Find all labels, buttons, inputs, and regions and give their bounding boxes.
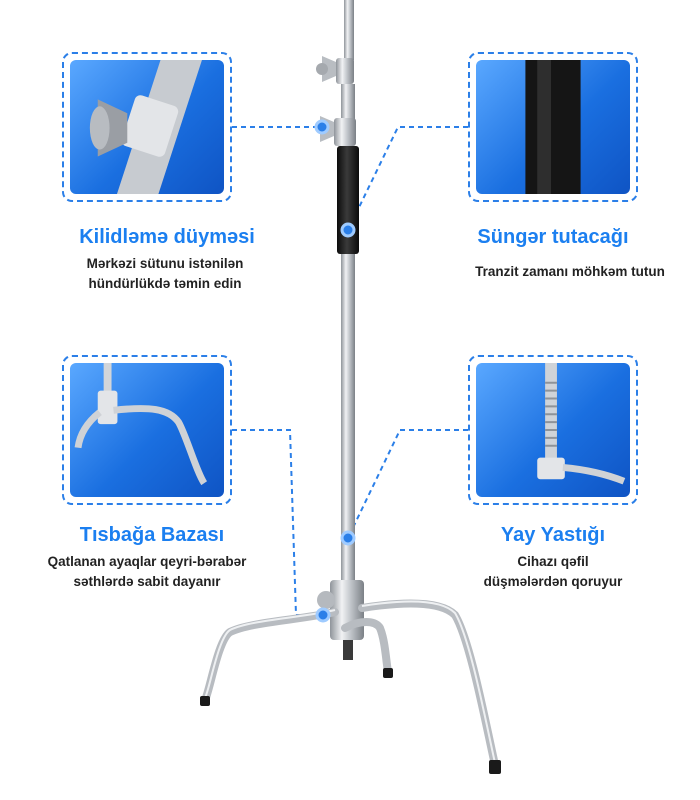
- feature-desc-spring-1: Cihazı qəfil: [517, 554, 589, 569]
- leg-foot: [489, 760, 501, 774]
- feature-title-spring: Yay Yastığı: [500, 524, 606, 546]
- top-pole: [344, 0, 354, 60]
- feature-desc-foam-1: Tranzit zamanı möhkəm tutun: [475, 264, 665, 279]
- marker-dots: [314, 119, 356, 623]
- lock-knob-card: [62, 52, 232, 202]
- foam-grip-card: [468, 52, 638, 202]
- lock-knob-photo: [70, 60, 224, 194]
- lock-collar: [334, 118, 356, 146]
- feature-desc-spring-2: düşmələrdən qoruyur: [483, 574, 623, 589]
- foam-grip-photo: [476, 60, 630, 194]
- spring-cushion-card: [468, 355, 638, 505]
- feature-title-lock: Kilidləmə düyməsi: [79, 226, 255, 248]
- leg-highlights: [204, 600, 496, 764]
- feature-desc-base-2: səthlərdə sabit dayanır: [73, 574, 221, 589]
- main-pole: [341, 254, 355, 584]
- turtle-base-card: [62, 355, 232, 505]
- turtle-base-photo: [70, 363, 224, 497]
- feature-desc-lock-1: Mərkəzi sütunu istənilən: [86, 256, 244, 271]
- feature-title-foam: Süngər tutacağı: [477, 226, 629, 248]
- spring-cushion-photo: [476, 363, 630, 497]
- legs: [201, 599, 499, 769]
- foam-grip: [337, 146, 359, 254]
- feature-title-base: Tısbağa Bazası: [79, 524, 225, 546]
- feature-desc-lock-2: hündürlükdə təmin edin: [88, 276, 242, 291]
- feature-desc-base-1: Qatlanan ayaqlar qeyri-bərabər: [47, 554, 247, 569]
